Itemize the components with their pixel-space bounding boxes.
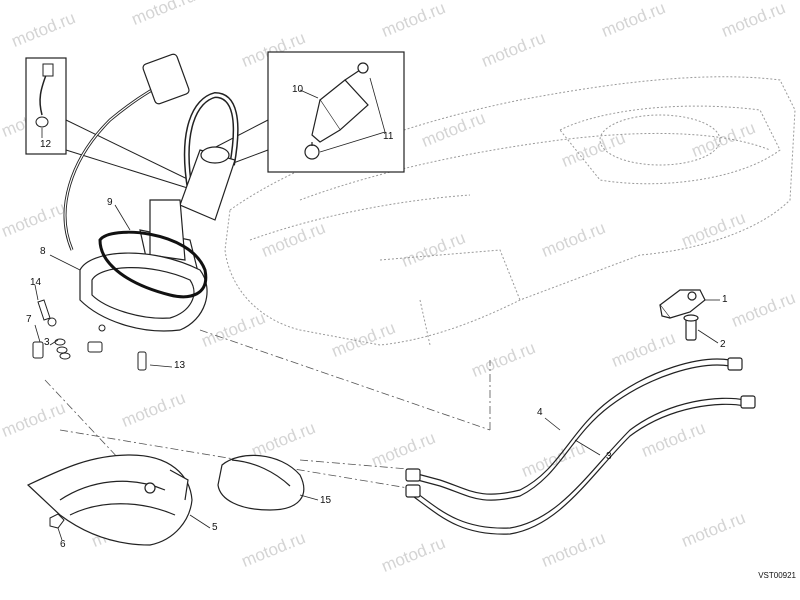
callout-12: 12 [40, 139, 52, 150]
fuel-tank-outline [224, 76, 796, 346]
fuel-pump-assembly [63, 53, 239, 332]
callout-11: 11 [383, 131, 394, 142]
seal-ring [98, 230, 208, 299]
callout-10: 10 [292, 84, 304, 95]
callout-9: 9 [107, 197, 113, 208]
callout-15: 15 [320, 495, 332, 506]
fuel-lines [405, 357, 756, 535]
leader-lines [34, 204, 720, 541]
callout-3-left: 3 [44, 337, 50, 348]
callout-1: 1 [722, 294, 728, 305]
hose-clamp [659, 289, 706, 341]
filter-inset [209, 51, 405, 173]
callout-13: 13 [174, 360, 186, 371]
fuel-filter [304, 62, 369, 160]
callout-8: 8 [40, 246, 46, 257]
connector-inset [25, 57, 211, 196]
foam-pad [217, 454, 305, 511]
callout-14: 14 [30, 277, 42, 288]
callout-5: 5 [212, 522, 218, 533]
callout-3: 3 [606, 451, 612, 462]
callout-4: 4 [537, 407, 543, 418]
callout-2: 2 [720, 339, 726, 350]
nut [49, 513, 65, 529]
callout-7: 7 [26, 314, 32, 325]
callout-6: 6 [60, 539, 66, 550]
drawing-code: VST00921 [758, 571, 796, 580]
heat-shield [26, 454, 193, 546]
